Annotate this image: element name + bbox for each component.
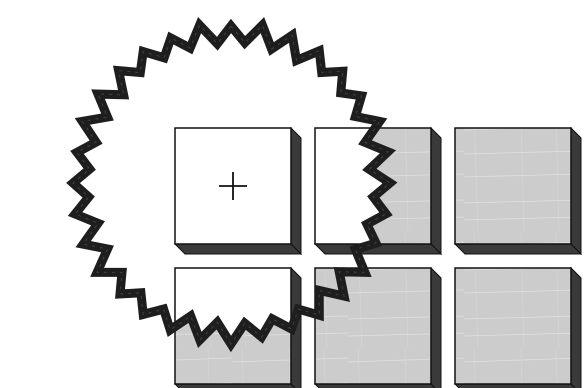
tile-side-shadow <box>431 268 441 388</box>
tile-face <box>315 268 431 384</box>
tile-bottom-shadow <box>175 244 301 254</box>
tile-face <box>455 128 571 244</box>
tile-face <box>455 268 571 384</box>
tile-r1-c1 <box>175 128 301 254</box>
tile-side-shadow <box>291 128 301 254</box>
tile-side-shadow <box>571 268 581 388</box>
tile-r2-c3 <box>455 268 581 388</box>
tile-r2-c2 <box>315 268 441 388</box>
tile-side-shadow <box>571 128 581 254</box>
tile-side-shadow <box>431 128 441 254</box>
tile-r1-c3 <box>455 128 581 254</box>
tile-bottom-shadow <box>455 244 581 254</box>
